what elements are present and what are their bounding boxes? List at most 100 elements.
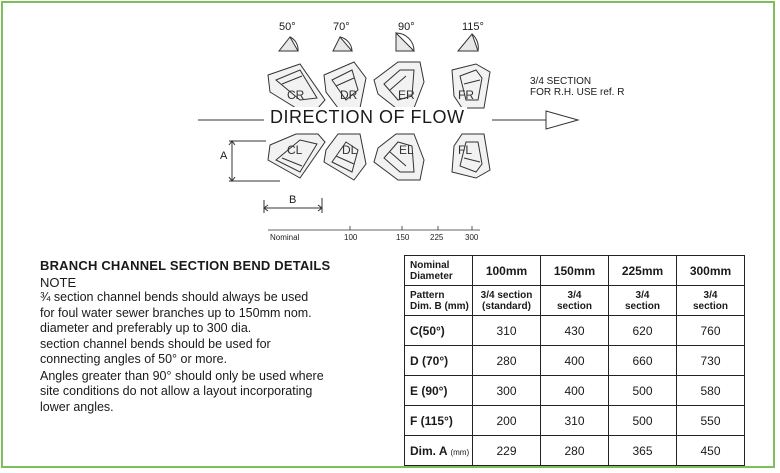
pattern-cell: 3/4 section <box>676 285 745 316</box>
angle-label-115: 115° <box>462 21 484 33</box>
angle-symbol-70 <box>332 36 354 52</box>
table-row: Dim. A (mm) 229 280 365 450 <box>404 435 745 466</box>
details-heading: BRANCH CHANNEL SECTION BEND DETAILS <box>40 258 331 273</box>
section-note-line1: 3/4 SECTION <box>530 76 592 87</box>
table-row: E (90°) 300 400 500 580 <box>404 375 745 406</box>
table-row: F (115°) 200 310 500 550 <box>404 405 745 436</box>
bend-diagram: 50° 70° 90° 115° CR DR ER FR CL DL EL FL… <box>198 21 624 242</box>
piece-fr <box>451 63 491 109</box>
table-cell: 620 <box>608 315 677 346</box>
header-label-line1: Nominal <box>410 259 450 271</box>
piece-label-cl: CL <box>287 143 303 157</box>
pattern-label-line2: Dim. B (mm) <box>410 300 469 312</box>
table-cell: 400 <box>540 375 609 406</box>
column-header: 225mm <box>608 255 677 286</box>
pattern-line1: 3/4 section <box>480 289 533 301</box>
table-cell: 365 <box>608 435 677 466</box>
angle-label-90: 90° <box>398 21 415 33</box>
table-cell: 200 <box>472 405 541 436</box>
table-cell: 310 <box>540 405 609 436</box>
details-line: Angles greater than 90° should only be u… <box>40 368 324 383</box>
pattern-line2: section <box>556 300 592 312</box>
pattern-line1: 3/4 <box>635 289 650 301</box>
table-cell: 500 <box>608 375 677 406</box>
table-cell: 400 <box>540 345 609 376</box>
piece-el <box>373 133 425 181</box>
table-cell: 229 <box>472 435 541 466</box>
table-row: C(50°) 310 430 620 760 <box>404 315 745 346</box>
piece-cr <box>267 63 326 109</box>
table-cell: 660 <box>608 345 677 376</box>
note-label: NOTE <box>40 275 77 290</box>
section-note: 3/4 SECTION FOR R.H. USE ref. R <box>530 76 624 98</box>
table-cell: 430 <box>540 315 609 346</box>
table-cell: 450 <box>676 435 745 466</box>
pattern-line2: section <box>624 300 660 312</box>
details-line: connecting angles of 50° or more. <box>40 352 228 366</box>
column-header: 150mm <box>540 255 609 286</box>
row-label: F (115°) <box>404 405 473 436</box>
details-line: diameter and preferably up to 300 dia. <box>40 321 252 335</box>
table-header-row: Nominal Diameter 100mm 150mm 225mm 300mm <box>404 255 745 286</box>
pattern-label-cell: Pattern Dim. B (mm) <box>404 285 473 316</box>
pattern-label-line1: Pattern <box>410 289 445 301</box>
row-label: D (70°) <box>404 345 473 376</box>
details-line: lower angles. <box>40 399 114 414</box>
piece-cl <box>267 133 326 179</box>
details-line: site conditions do not allow a layout in… <box>40 384 313 398</box>
piece-label-cr: CR <box>287 88 305 102</box>
header-label-cell: Nominal Diameter <box>404 255 473 286</box>
table-cell: 500 <box>608 405 677 436</box>
details-line: ¾ section channel bends should always be… <box>40 290 309 304</box>
scale-label-100: 100 <box>344 233 358 242</box>
bend-details: BRANCH CHANNEL SECTION BEND DETAILS NOTE… <box>40 258 375 415</box>
angle-symbol-115 <box>456 32 479 52</box>
flow-arrowhead <box>545 110 580 130</box>
flow-title: DIRECTION OF FLOW <box>268 107 467 128</box>
table-cell: 310 <box>472 315 541 346</box>
row-label: C(50°) <box>404 315 473 346</box>
row-label: E (90°) <box>404 375 473 406</box>
row-unit: (mm) <box>450 447 470 457</box>
details-line: for foul water sewer branches up to 150m… <box>40 305 312 320</box>
scale-label-300: 300 <box>465 233 479 242</box>
dimension-b-label: B <box>289 194 297 206</box>
piece-label-fl: FL <box>458 143 473 157</box>
table-row: D (70°) 280 400 660 730 <box>404 345 745 376</box>
scale-label-150: 150 <box>396 233 410 242</box>
piece-dr <box>323 61 367 109</box>
angle-label-50: 50° <box>279 21 296 33</box>
pattern-cell: 3/4 section <box>540 285 609 316</box>
scale-label-225: 225 <box>430 233 444 242</box>
piece-fl <box>451 133 491 179</box>
row-label: Dim. A <box>410 443 448 458</box>
angle-symbol-50 <box>277 36 299 52</box>
piece-label-er: ER <box>398 88 415 102</box>
pattern-cell: 3/4 section (standard) <box>472 285 541 316</box>
piece-dl <box>323 133 367 181</box>
table-cell: 760 <box>676 315 745 346</box>
row-label-cell: Dim. A (mm) <box>404 435 473 466</box>
piece-label-fr: FR <box>458 88 474 102</box>
table-pattern-row: Pattern Dim. B (mm) 3/4 section (standar… <box>404 285 745 316</box>
table-cell: 730 <box>676 345 745 376</box>
pattern-line1: 3/4 <box>703 289 718 301</box>
details-line: section channel bends should be used for <box>40 336 271 351</box>
pattern-line2: section <box>692 300 728 312</box>
dimension-table: Nominal Diameter 100mm 150mm 225mm 300mm… <box>404 255 745 466</box>
table-cell: 580 <box>676 375 745 406</box>
dimension-a-label: A <box>220 150 228 162</box>
page-border <box>1 1 775 468</box>
angle-label-70: 70° <box>333 21 350 33</box>
table-cell: 550 <box>676 405 745 436</box>
piece-er <box>373 61 425 109</box>
pattern-cell: 3/4 section <box>608 285 677 316</box>
table-cell: 280 <box>472 345 541 376</box>
piece-label-dl: DL <box>342 143 358 157</box>
bend-drawing <box>198 31 580 231</box>
column-header: 100mm <box>472 255 541 286</box>
pattern-line2: (standard) <box>482 300 531 312</box>
piece-label-el: EL <box>399 143 414 157</box>
angle-symbol-90 <box>395 31 416 52</box>
table-cell: 280 <box>540 435 609 466</box>
